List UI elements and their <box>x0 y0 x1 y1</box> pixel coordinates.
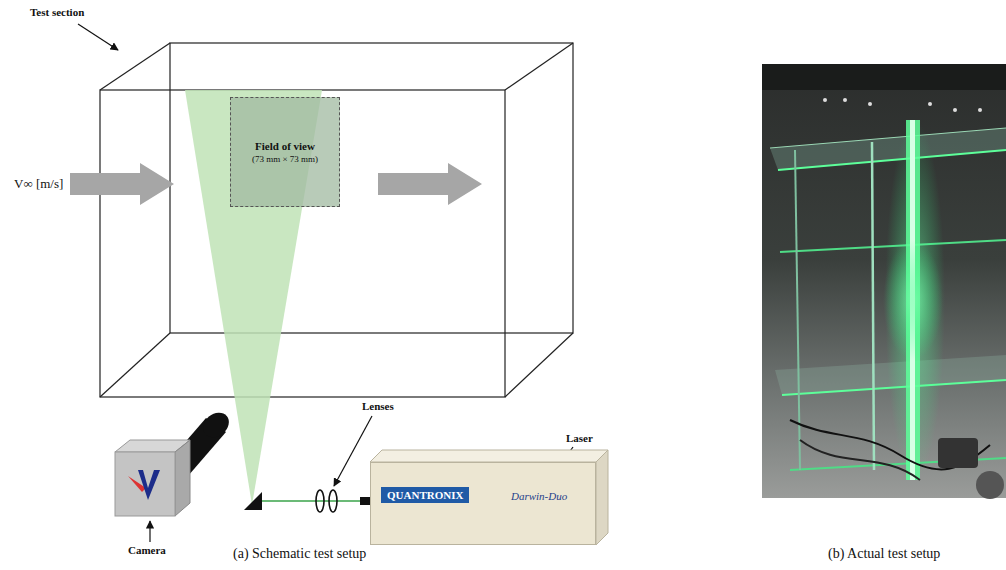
test-setup-photo <box>762 64 1006 499</box>
test-section-wireframe <box>100 43 573 397</box>
leader-line <box>149 521 150 542</box>
subfigure-caption: (b) Actual test setup <box>828 546 940 562</box>
camera-symbol <box>115 408 234 516</box>
leader-line <box>78 24 118 50</box>
part-label: Camera <box>128 544 166 556</box>
field-of-view-size: (73 mm × 73 mm) <box>252 154 318 164</box>
laser-box: QUANTRONIX Darwin-Duo <box>370 462 596 545</box>
part-label: Laser <box>566 432 593 444</box>
field-of-view-box: Field of view (73 mm × 73 mm) <box>230 97 340 207</box>
outflow-arrow <box>378 163 482 205</box>
laser-aperture <box>360 497 370 505</box>
lens-symbol <box>316 490 324 512</box>
lens-symbol <box>329 490 337 512</box>
laser-side-face <box>596 450 608 545</box>
inflow-arrow <box>70 163 174 205</box>
flow-velocity-label: V∞ [m/s] <box>14 176 63 192</box>
subfigure-caption: (a) Schematic test setup <box>233 546 366 562</box>
mirror-symbol <box>244 492 262 510</box>
laser-beam <box>262 500 366 502</box>
leader-line <box>334 416 372 486</box>
part-label: Lenses <box>362 400 394 412</box>
part-label: Test section <box>30 6 84 18</box>
field-of-view-title: Field of view <box>255 140 315 152</box>
laser-model-name: Darwin-Duo <box>511 490 567 502</box>
laser-brand-logo: QUANTRONIX <box>381 487 469 503</box>
laser-top-face <box>370 450 608 462</box>
